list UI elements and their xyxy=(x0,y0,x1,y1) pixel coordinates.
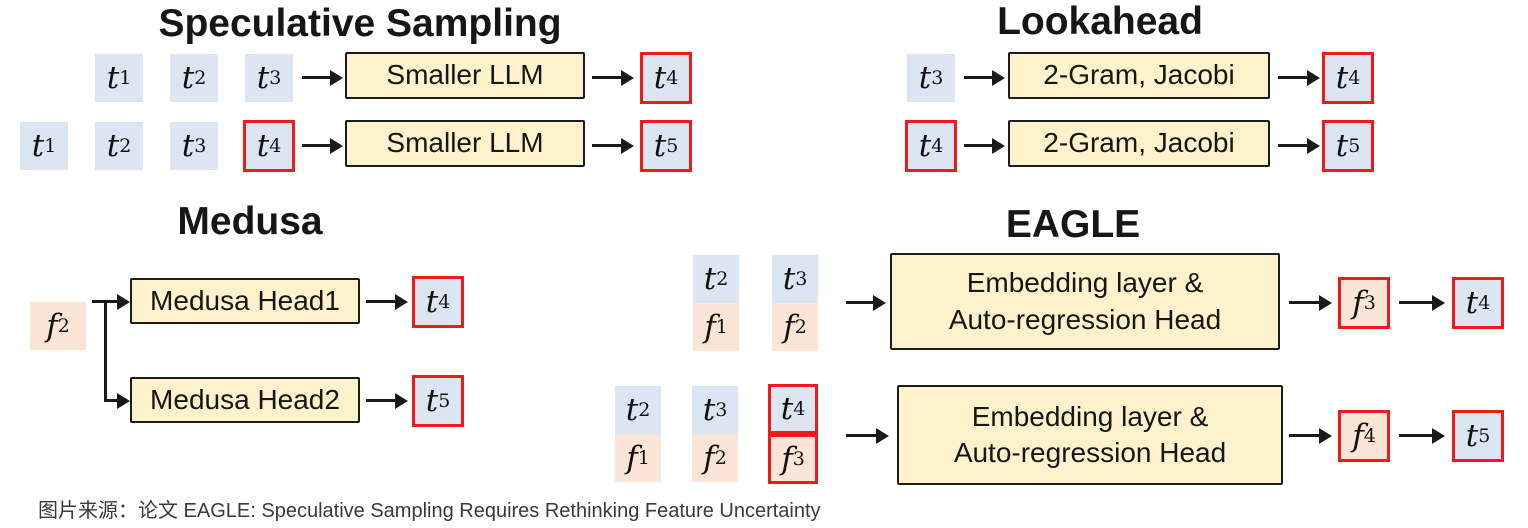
medusa-head2-box: Medusa Head2 xyxy=(130,377,360,423)
arrow-right-icon xyxy=(1289,294,1332,311)
arrow-right-icon xyxy=(302,137,343,154)
arrow-right-icon xyxy=(592,137,634,154)
section-title-eagle: EAGLE xyxy=(1005,203,1141,246)
arrow-right-icon xyxy=(366,392,408,409)
arrow-right-icon xyxy=(964,69,1005,86)
smaller-llm-box: Smaller LLM xyxy=(345,52,585,99)
eagle-model-box: Embedding layer & Auto-regression Head xyxy=(890,253,1280,350)
image-source-caption: 图片来源：论文 EAGLE: Speculative Sampling Requ… xyxy=(38,500,821,522)
section-title-medusa: Medusa xyxy=(177,200,323,243)
arrow-right-icon xyxy=(964,137,1005,154)
arrow-right-icon xyxy=(1399,427,1445,444)
arrow-right-icon xyxy=(1399,294,1445,311)
arrow-right-icon xyxy=(1278,137,1320,154)
two-gram-jacobi-box: 2-Gram, Jacobi xyxy=(1008,120,1270,167)
two-gram-jacobi-box: 2-Gram, Jacobi xyxy=(1008,52,1270,99)
branch-line xyxy=(104,300,107,401)
arrow-right-icon xyxy=(592,69,634,86)
smaller-llm-box: Smaller LLM xyxy=(345,120,585,167)
medusa-head1-box: Medusa Head1 xyxy=(130,278,360,324)
arrow-right-icon xyxy=(846,294,886,311)
section-title-speculative-sampling: Speculative Sampling xyxy=(158,2,562,45)
arrow-right-icon xyxy=(366,293,408,310)
eagle-model-box: Embedding layer & Auto-regression Head xyxy=(897,385,1283,485)
arrow-right-icon xyxy=(302,69,343,86)
arrow-right-icon xyxy=(846,427,889,444)
arrow-right-icon xyxy=(1278,69,1320,86)
arrow-right-icon xyxy=(104,392,130,409)
section-title-lookahead: Lookahead xyxy=(997,0,1203,43)
arrow-right-icon xyxy=(1289,427,1332,444)
